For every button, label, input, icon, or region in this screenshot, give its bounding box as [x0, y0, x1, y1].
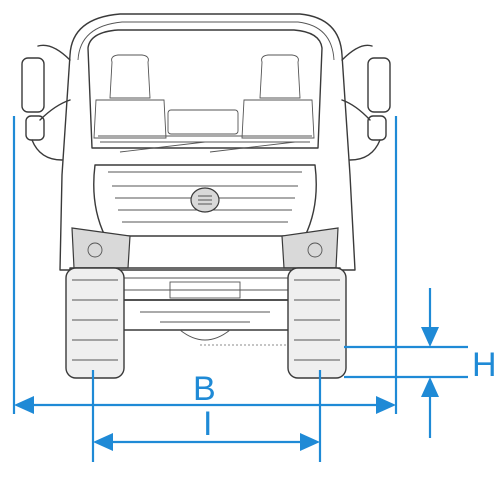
- dimension-track-width: I: [91, 370, 322, 462]
- wiper: [119, 141, 296, 153]
- dimension-ground-clearance: H: [344, 288, 497, 438]
- windshield: [87, 29, 323, 149]
- label-track-width: I: [203, 405, 212, 443]
- mirror-left-lower: [25, 115, 45, 141]
- headlamp-left: [71, 227, 131, 269]
- seat-right: [241, 54, 315, 139]
- headlamp-right: [281, 227, 339, 269]
- mirror-left: [21, 57, 45, 113]
- tyre-left: [65, 267, 125, 379]
- label-ground-clearance: H: [472, 346, 497, 384]
- tyre-right: [287, 267, 347, 379]
- mirror-right-lower: [367, 115, 387, 141]
- seat-left: [93, 54, 167, 139]
- mirror-right: [367, 57, 391, 113]
- label-overall-width: B: [193, 370, 216, 408]
- truck-front-view: [21, 13, 391, 379]
- dimension-overall-width: B: [12, 116, 398, 414]
